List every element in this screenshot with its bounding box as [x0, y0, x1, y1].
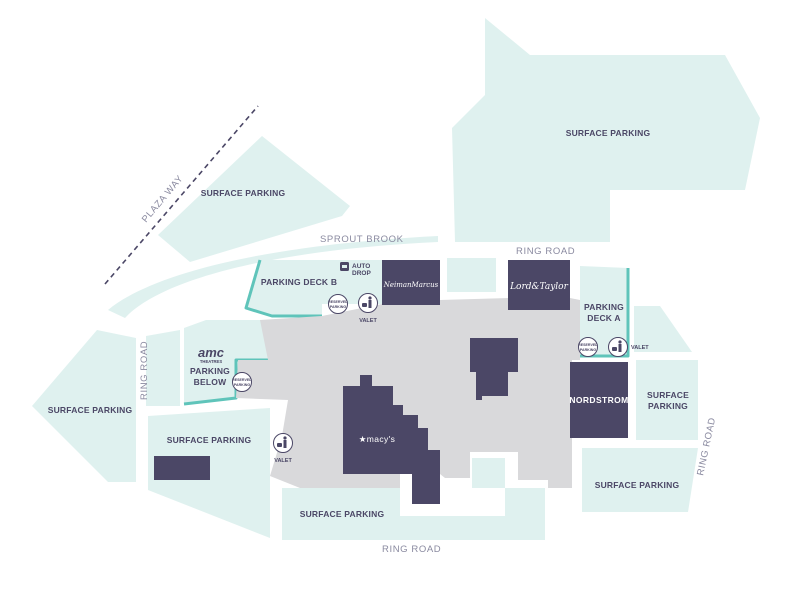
lot-ring-top [447, 258, 496, 292]
parking-deck-a-label-1: PARKING [584, 302, 624, 312]
surface-parking-bottom-right-label: SURFACE PARKING [595, 480, 680, 490]
ring-road-top-label: RING ROAD [516, 246, 575, 257]
plaza-way-road [104, 105, 259, 285]
reserved-parking-badge-deck-a[interactable]: RESERVED PARKING [578, 337, 598, 357]
svg-text:RESERVED: RESERVED [328, 300, 348, 304]
svg-text:VALET: VALET [359, 318, 377, 324]
surface-parking-bottom-label: SURFACE PARKING [300, 509, 385, 519]
auto-drop-icon[interactable]: AUTO DROP [340, 262, 371, 277]
parking-deck-b[interactable] [246, 260, 382, 316]
lot-bottom-right[interactable] [582, 448, 698, 512]
deck-a-edge [580, 268, 630, 358]
nordstrom-store[interactable] [570, 362, 628, 438]
lot-top-left[interactable] [158, 136, 350, 262]
svg-text:AUTO: AUTO [352, 263, 370, 270]
svg-text:PARKING: PARKING [234, 383, 251, 387]
lot-left-strip [146, 330, 180, 406]
ring-road-bottom-label: RING ROAD [382, 544, 441, 555]
lot-far-left[interactable] [32, 330, 136, 482]
sprout-brook-label: SPROUT BROOK [320, 234, 404, 245]
surface-parking-far-left-label: SURFACE PARKING [48, 405, 133, 415]
lot-right-top [634, 306, 692, 352]
parking-below[interactable] [184, 320, 270, 404]
lot-top-right[interactable] [452, 18, 760, 242]
surface-parking-right-label-2: PARKING [648, 401, 688, 411]
surface-parking-left-label: SURFACE PARKING [167, 435, 252, 445]
ring-road-right-label: RING ROAD [695, 416, 718, 476]
macys-label: ★macy's [359, 434, 396, 444]
center-block [470, 338, 518, 400]
lord-taylor-label: Lord&Taylor [509, 282, 569, 292]
svg-text:THEATRES: THEATRES [200, 359, 222, 364]
svg-text:VALET: VALET [274, 458, 292, 464]
sprout-brook-strip [108, 236, 438, 318]
left-lot-building [154, 456, 210, 480]
lot-bottom[interactable] [282, 458, 545, 540]
nordstrom-label: NORDSTROM [569, 395, 628, 405]
parking-deck-a[interactable] [580, 266, 628, 356]
svg-text:PARKING: PARKING [580, 348, 597, 352]
svg-text:RESERVED: RESERVED [578, 343, 598, 347]
parking-below-label-2: BELOW [194, 377, 227, 387]
neiman-marcus-store[interactable] [382, 260, 440, 305]
macys-store[interactable] [343, 375, 440, 504]
reserved-parking-badge-deck-b[interactable]: RESERVED PARKING [328, 294, 348, 314]
svg-text:amc: amc [198, 345, 225, 360]
svg-text:RESERVED: RESERVED [232, 378, 252, 382]
surface-parking-right-label-1: SURFACE [647, 390, 689, 400]
ring-road-left-label: RING ROAD [139, 341, 150, 400]
svg-text:VALET: VALET [631, 345, 649, 351]
surface-parking-top-right-label: SURFACE PARKING [566, 128, 651, 138]
lord-taylor-store[interactable] [508, 260, 570, 310]
valet-icon-left[interactable]: VALET [273, 433, 293, 465]
parking-below-label-1: PARKING [190, 366, 230, 376]
svg-text:PARKING: PARKING [330, 305, 347, 309]
neiman-marcus-label: NeimanMarcus [383, 281, 439, 289]
amc-theatres-logo: amc THEATRES [198, 345, 225, 364]
svg-text:DROP: DROP [352, 270, 371, 277]
parking-deck-a-label-2: DECK A [587, 313, 620, 323]
parking-deck-b-label: PARKING DECK B [261, 277, 337, 287]
lot-right[interactable] [636, 360, 698, 440]
surface-parking-top-left-label: SURFACE PARKING [201, 188, 286, 198]
valet-icon-deck-b[interactable]: VALET [358, 293, 378, 325]
reserved-parking-badge-below[interactable]: RESERVED PARKING [232, 372, 252, 392]
deck-b-edge [244, 259, 322, 318]
valet-icon-deck-a[interactable]: VALET [608, 337, 650, 357]
